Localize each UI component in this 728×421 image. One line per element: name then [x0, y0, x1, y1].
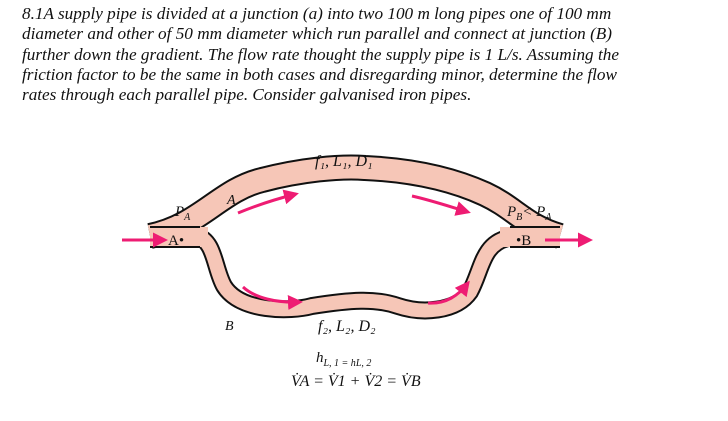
junction-b-lower-label: B	[225, 319, 234, 334]
upper-right-flow-arrow	[411, 194, 471, 216]
upper-pipe-body	[147, 156, 564, 247]
flow-rate-equation: V̇A = V̇1 + V̇2 = V̇B	[291, 373, 421, 390]
problem-line-2: diameter and other of 50 mm diameter whi…	[22, 24, 613, 44]
pressure-b-label: PB< PA	[506, 204, 552, 223]
node-b-label: •B	[516, 233, 531, 249]
lower-pipe-label: f₂, L₂, D₂	[318, 318, 376, 335]
problem-line-1: 8.1A supply pipe is divided at a junctio…	[22, 4, 612, 23]
pressure-a-label: PA	[174, 204, 191, 223]
problem-statement: 8.1A supply pipe is divided at a junctio…	[22, 4, 722, 105]
node-a-label: A•	[168, 233, 184, 249]
problem-line-3: further down the gradient. The flow rate…	[22, 44, 619, 64]
head-loss-equation: hL, 1 = hL, 2	[316, 350, 371, 369]
junction-a-upper-label: A	[226, 193, 236, 208]
upper-pipe-label: f₁, L₁, D₁	[315, 153, 373, 170]
outlet-pipe	[500, 227, 560, 247]
lower-left-flow-arrow	[241, 285, 303, 310]
lower-right-flow-arrow	[427, 280, 470, 305]
lower-pipe-body	[193, 229, 511, 318]
upper-left-flow-arrow	[237, 189, 299, 215]
problem-line-4: friction factor to be the same in both c…	[22, 64, 617, 84]
problem-line-5: rates through each parallel pipe. Consid…	[22, 85, 472, 105]
